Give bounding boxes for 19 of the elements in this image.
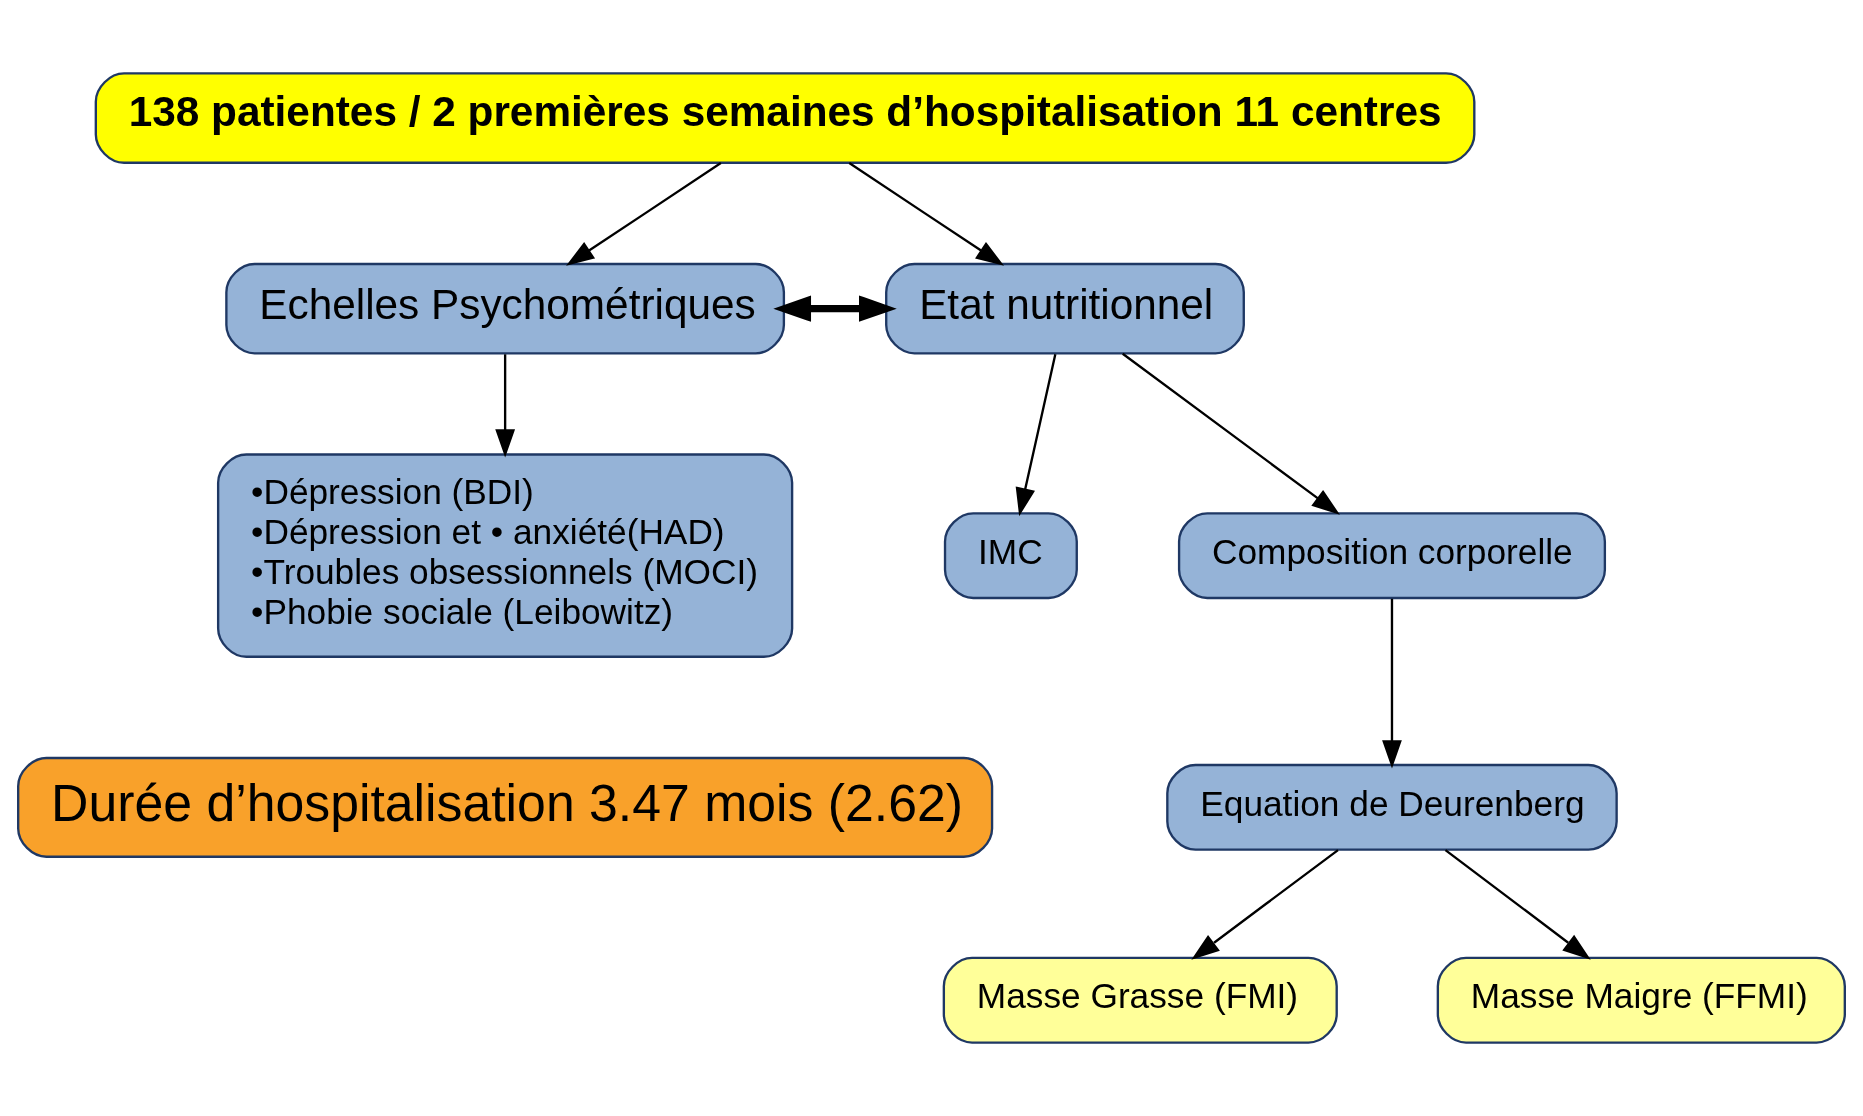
node-box: Composition corporelle [1177,512,1607,600]
node-box: Equation de Deurenberg [1166,763,1618,851]
arrow [848,162,1005,266]
node-box: Masse Maigre (FFMI) [1436,956,1846,1044]
arrow [1015,354,1057,517]
node-box: Masse Grasse (FMI) [942,956,1338,1044]
arrow [1444,849,1591,960]
arrow [1191,849,1339,960]
node-box: 138 patientes / 2 premières semaines d’hospitalisation 11 centres [94,72,1476,164]
arrow [773,295,897,322]
arrow [566,162,722,266]
node-box: Durée d’hospitalisation 3.47 mois (2.62) [17,756,994,858]
node-box: Echelles Psychométriques [225,262,786,355]
arrow [1122,352,1340,515]
node-box: Etat nutritionnel [885,262,1245,355]
node-box: •Dépression (BDI) •Dépression et • anxiété(HAD) •Troubles obsessionnels (MOCI) •Phobie sociale (Leibowitz) [216,453,794,658]
node-box: IMC [943,512,1078,600]
arrow [495,354,515,458]
arrow [1382,598,1402,769]
